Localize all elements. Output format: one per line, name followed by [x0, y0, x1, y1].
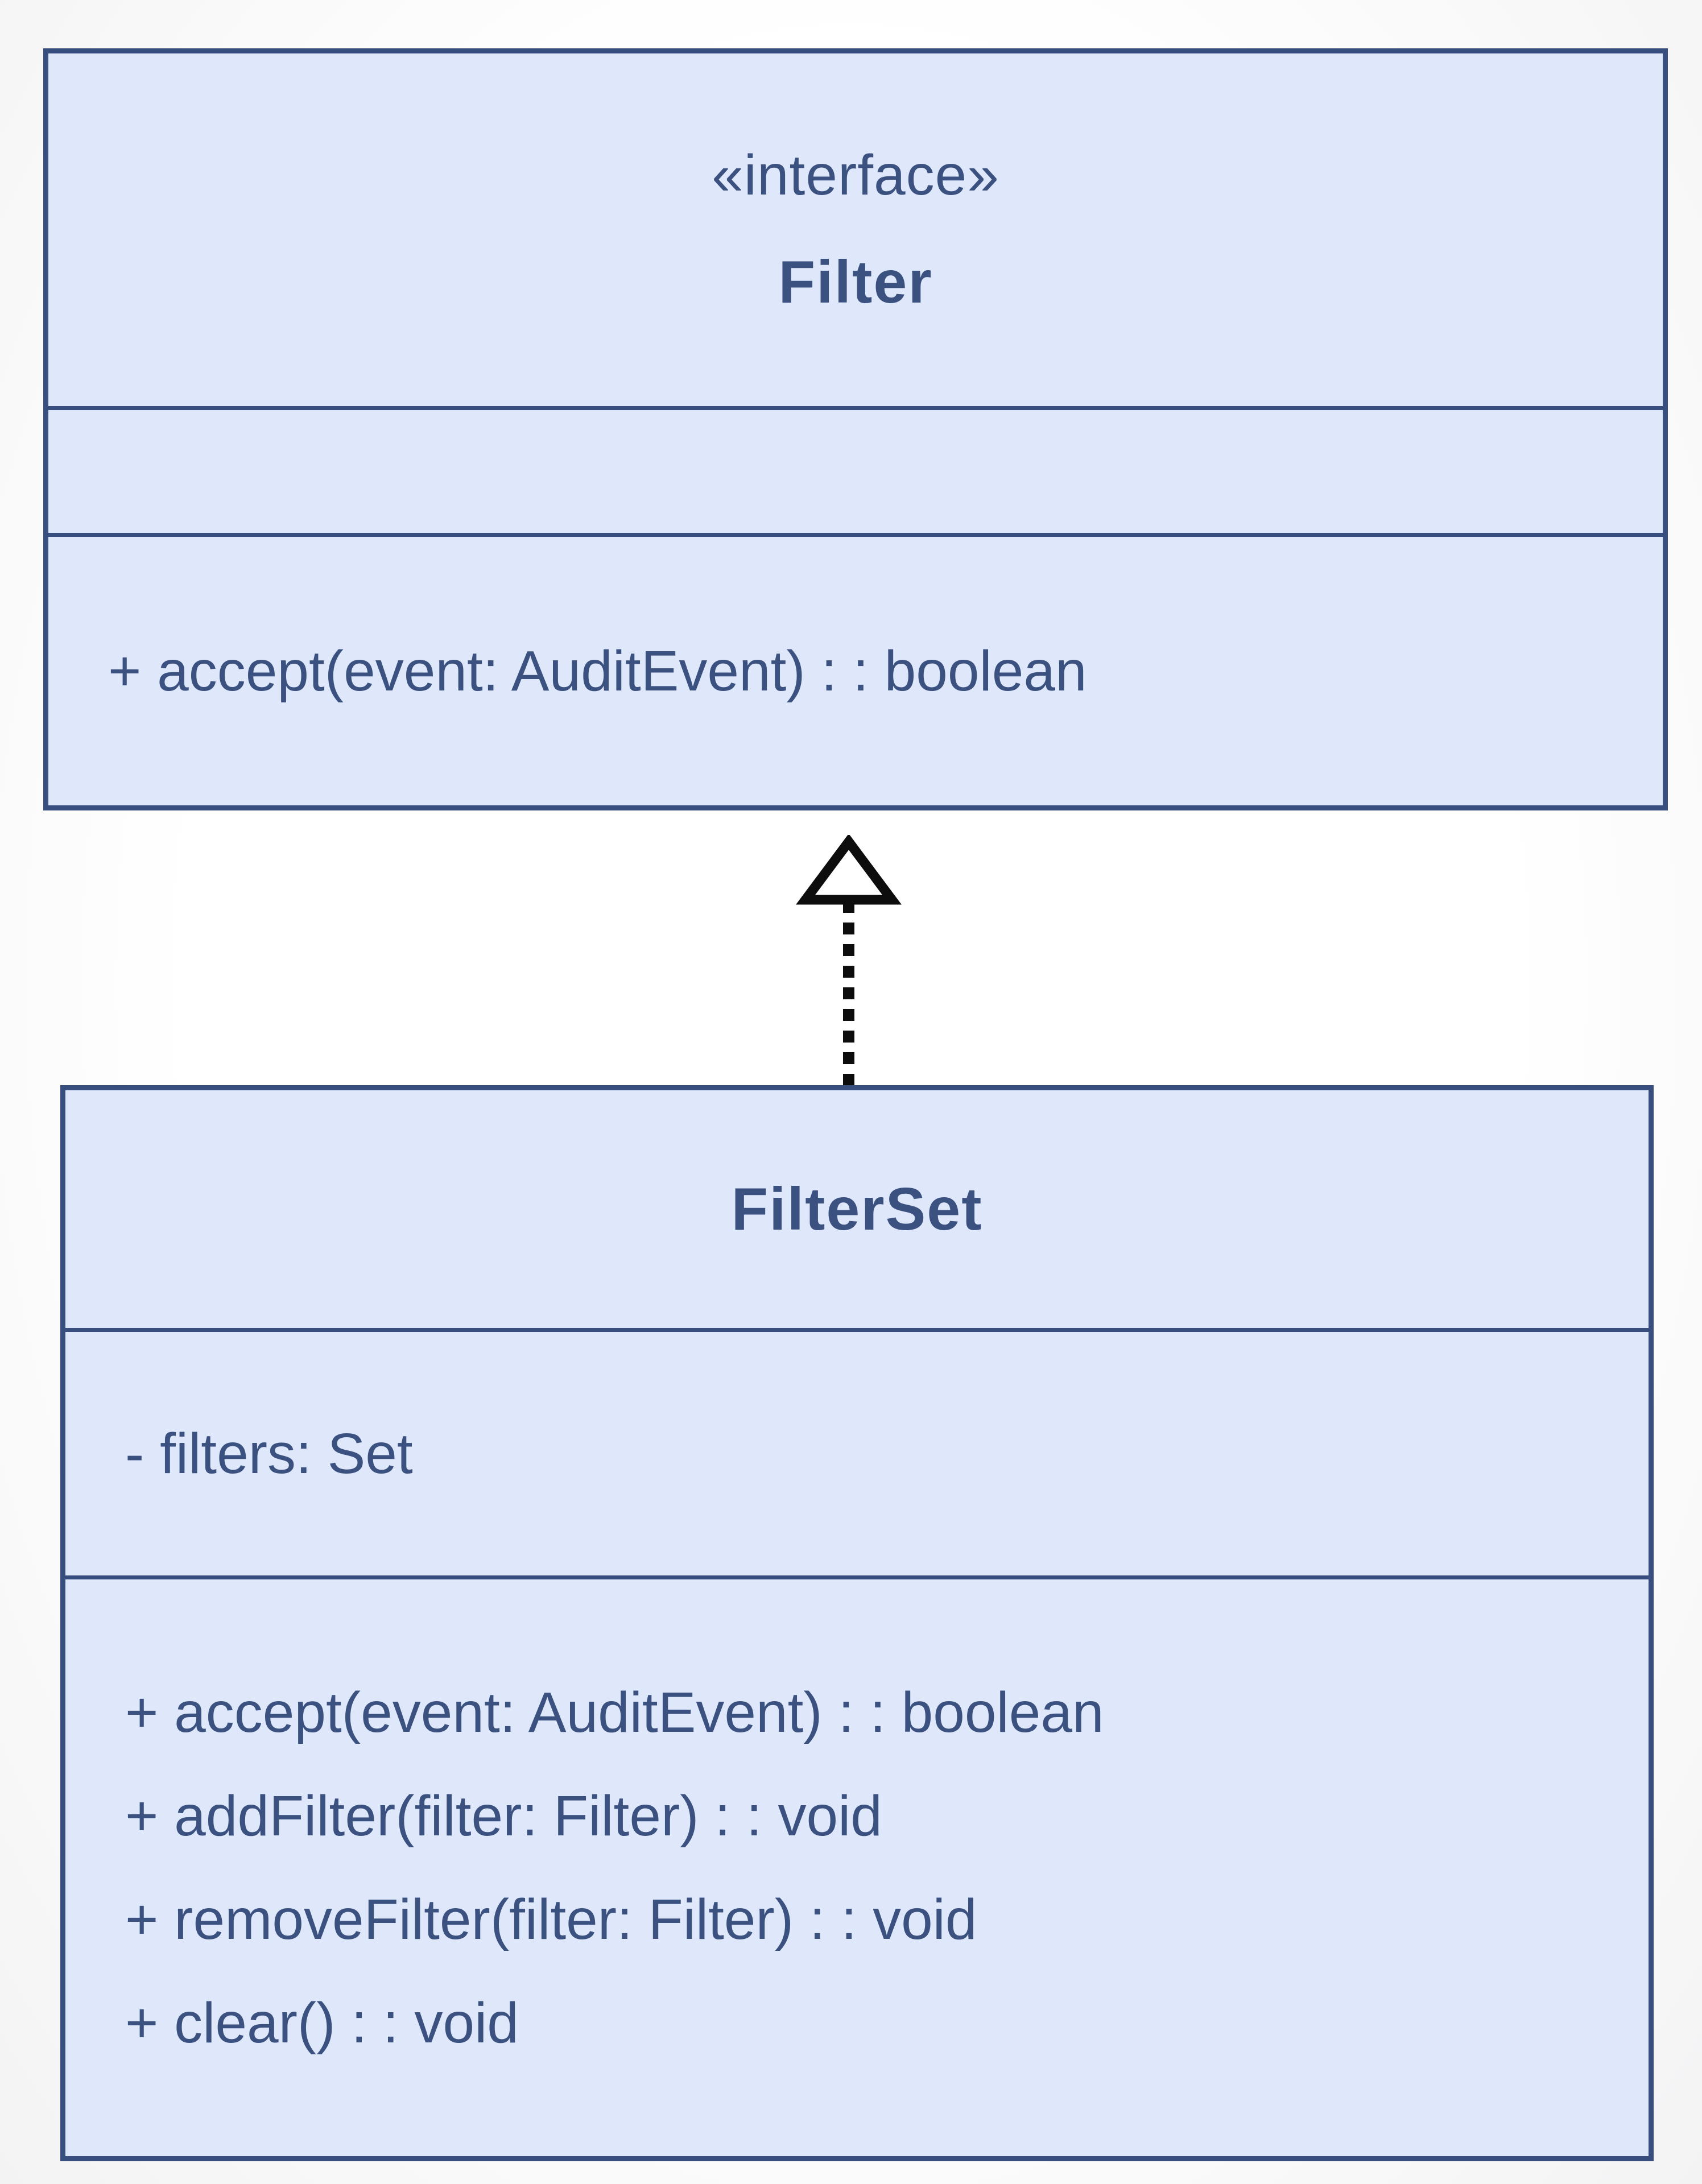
filterset-methods-compartment: + accept(event: AuditEvent) : : boolean …: [65, 1575, 1649, 2156]
class-box-filter: «interface» Filter + accept(event: Audit…: [43, 48, 1668, 810]
filterset-attribute-filters: - filters: Set: [125, 1422, 413, 1486]
realization-arrow: [796, 835, 902, 1085]
filterset-class-name: FilterSet: [731, 1175, 983, 1243]
filter-methods-compartment: + accept(event: AuditEvent) : : boolean: [48, 533, 1663, 805]
filterset-title-compartment: FilterSet: [65, 1090, 1649, 1328]
filter-class-name: Filter: [778, 249, 933, 316]
filterset-method-removefilter: + removeFilter(filter: Filter) : : void: [125, 1888, 977, 1951]
filterset-method-accept: + accept(event: AuditEvent) : : boolean: [125, 1681, 1104, 1744]
realization-hollow-triangle-icon: [796, 835, 902, 905]
filter-method-accept: + accept(event: AuditEvent) : : boolean: [108, 639, 1087, 703]
filterset-method-clear: + clear() : : void: [125, 1991, 519, 2055]
filterset-attributes-compartment: - filters: Set: [65, 1328, 1649, 1575]
filter-attributes-compartment: [48, 406, 1663, 533]
filter-title-compartment: «interface» Filter: [48, 53, 1663, 406]
interface-stereotype-label: «interface»: [712, 143, 999, 207]
class-box-filterset: FilterSet - filters: Set + accept(event:…: [60, 1085, 1654, 2161]
filterset-method-addfilter: + addFilter(filter: Filter) : : void: [125, 1784, 882, 1848]
